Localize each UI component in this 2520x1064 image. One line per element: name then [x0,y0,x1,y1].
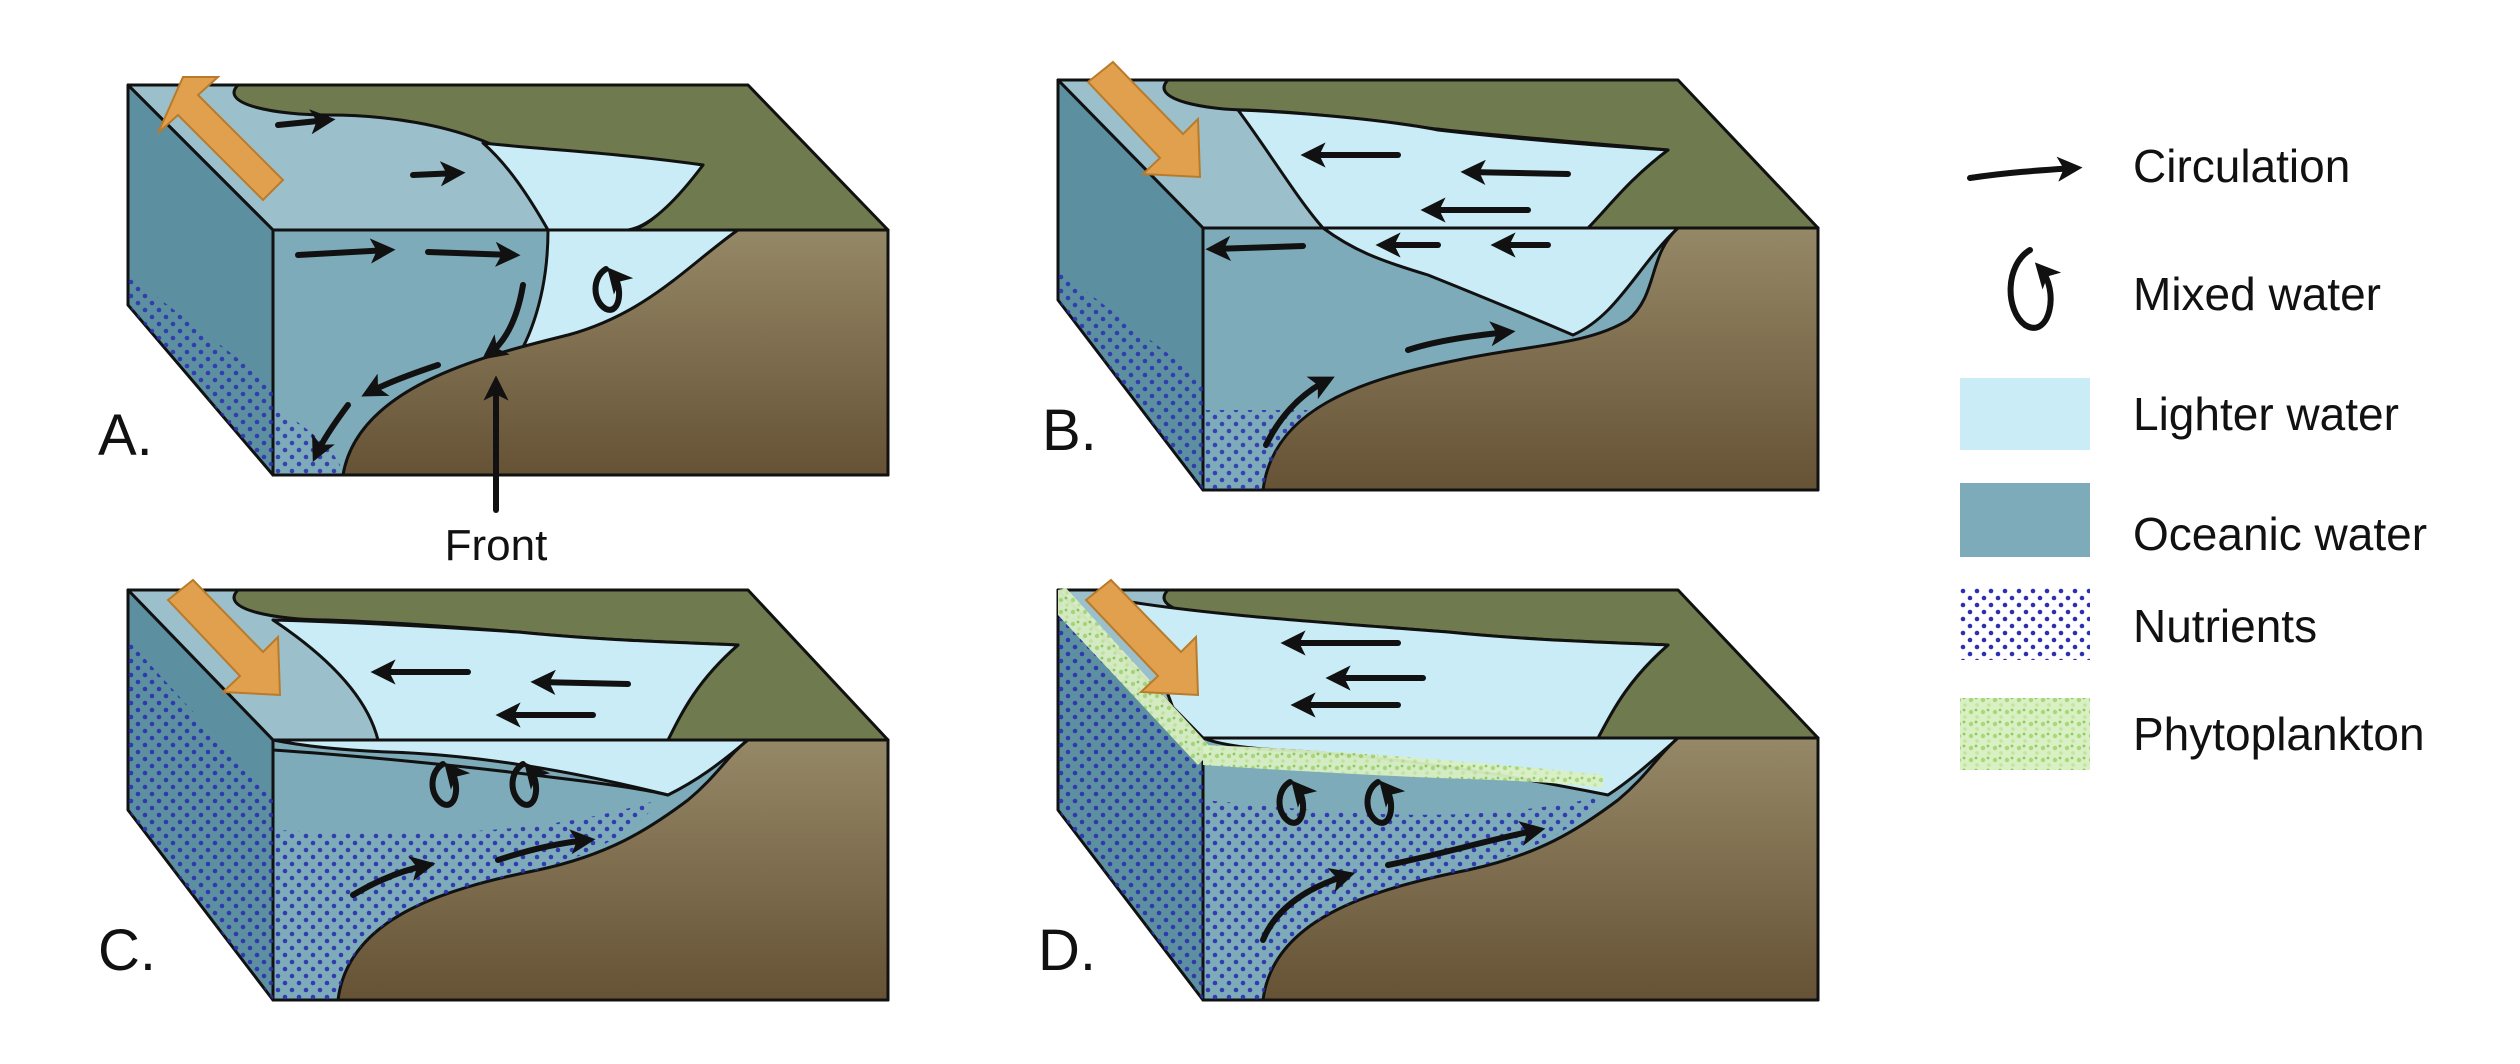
legend-label-lighter-water: Lighter water [2133,388,2399,440]
panel-label-b: B. [1042,398,1097,463]
front-label: Front [445,521,548,570]
legend: Circulation Mixed water Lighter water Oc… [1960,140,2427,770]
legend-item-nutrients: Nutrients [1960,588,2317,660]
lighter-water-swatch [1960,378,2090,450]
phytoplankton-swatch [1960,698,2090,770]
legend-label-nutrients: Nutrients [2133,600,2317,652]
panel-d: D. [1038,579,1820,1002]
panel-a: Front A. [98,76,890,570]
legend-label-mixed-water: Mixed water [2133,268,2381,320]
panel-b: B. [1042,61,1820,492]
legend-item-phytoplankton: Phytoplankton [1960,698,2425,770]
legend-item-oceanic-water: Oceanic water [1960,483,2427,560]
legend-item-lighter-water: Lighter water [1960,378,2399,450]
panel-label-a: A. [98,403,153,468]
legend-label-circulation: Circulation [2133,140,2350,192]
panel-label-d: D. [1038,918,1096,983]
panel-label-c: C. [98,918,156,983]
panel-c: C. [98,579,890,1002]
swirl-icon [2007,247,2062,331]
legend-label-oceanic-water: Oceanic water [2133,508,2427,560]
nutrients-swatch [1960,588,2090,660]
circulation-arrow-icon [1967,156,2083,182]
oceanic-water-swatch [1960,483,2090,557]
legend-item-mixed-water: Mixed water [2007,247,2381,331]
legend-item-circulation: Circulation [1967,140,2350,192]
legend-label-phytoplankton: Phytoplankton [2133,708,2425,760]
